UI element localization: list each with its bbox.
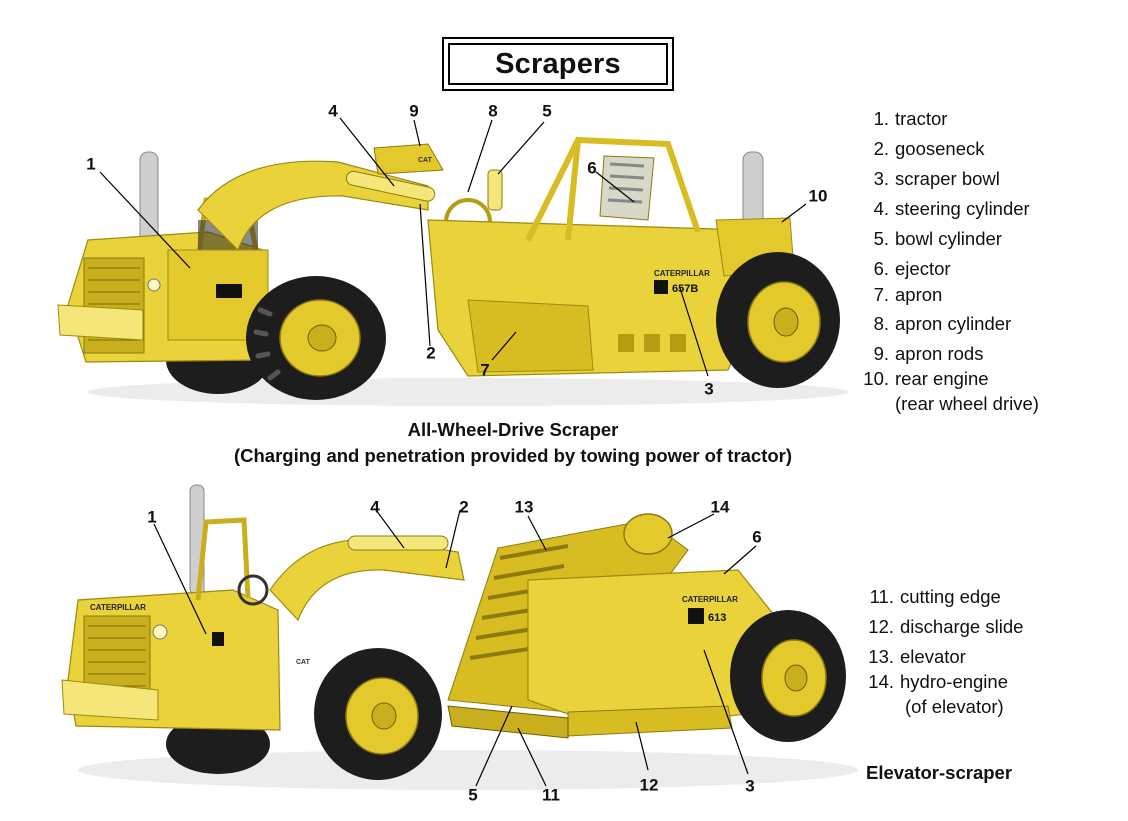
elevator-scraper-illustration: CATERPILLAR CAT CATERPILLAR 613 [61, 484, 858, 790]
tire-tread [253, 307, 281, 381]
tractor-front-hub-center [307, 324, 337, 352]
top-callout-10: 10 [808, 186, 828, 206]
bottom-callout-14: 14 [710, 497, 730, 517]
legend-item-7: 7.apron [873, 284, 943, 305]
legend-item-8: 8.apron cylinder [873, 313, 1012, 334]
bowl-caterpillar-label-bottom: CATERPILLAR [682, 595, 738, 604]
legend-item-10: 10.rear engine(rear wheel drive) [863, 368, 1039, 414]
scraper-rear-hub-center [773, 307, 799, 337]
bowl-cylinder-shape [487, 169, 503, 211]
bottom-leader-lines [153, 509, 757, 787]
bowl-model-number-bottom: 613 [708, 612, 726, 624]
bowl-cat-logo [654, 280, 668, 294]
bottom-callout-2: 2 [459, 497, 469, 517]
all-wheel-drive-scraper-illustration: CAT CATERPILLAR 657B [57, 117, 848, 406]
bottom-callout-13: 13 [514, 497, 534, 517]
cab-frame-bottom [195, 517, 251, 601]
bowl-caterpillar-label: CATERPILLAR [654, 269, 710, 278]
all-wheel-drive-scraper-figure: CAT CATERPILLAR 657B [48, 100, 848, 420]
bottom-callout-4: 4 [370, 497, 380, 517]
bowl-model-number: 657B [672, 283, 698, 295]
legend-item-4: 4.steering cylinder [873, 198, 1030, 219]
bowl-vents [618, 334, 686, 352]
bottom-caption: Elevator-scraper [866, 762, 1013, 783]
top-callout-8: 8 [488, 101, 498, 121]
top-caption: All-Wheel-Drive Scraper (Charging and pe… [200, 417, 826, 468]
legend-item-14: 14.hydro-engine(of elevator) [868, 671, 1008, 717]
tractor-cat-logo [212, 632, 224, 646]
legend-item-2: 2.gooseneck [873, 138, 985, 159]
legend-item-14-continuation: (of elevator) [905, 695, 1004, 717]
top-callout-7: 7 [480, 360, 490, 380]
bottom-callout-5: 5 [468, 785, 478, 805]
steering-wheel [237, 574, 269, 606]
tractor-caterpillar-label: CATERPILLAR [90, 603, 146, 612]
steering-cylinder-shape [345, 170, 436, 202]
steering-cylinder-bottom [347, 535, 449, 551]
legend-item-13: 13.elevator [868, 646, 966, 667]
top-callout-5: 5 [542, 101, 552, 121]
gooseneck-arm [197, 160, 429, 252]
apron-rods-housing [373, 143, 444, 175]
bottom-callout-3: 3 [745, 776, 755, 796]
legend-item-5: 5.bowl cylinder [873, 228, 1002, 249]
cutting-edge-shape [447, 705, 569, 739]
top-callout-2: 2 [426, 343, 436, 363]
legend-item-3: 3.scraper bowl [873, 168, 1000, 189]
legend-item-6: 6.ejector [873, 258, 951, 279]
ejector-slots [607, 162, 645, 204]
ground-shadow-bottom [78, 750, 858, 790]
legend-item-10-continuation: (rear wheel drive) [895, 392, 1039, 414]
front-bumper [57, 304, 144, 341]
legend-item-9: 9.apron rods [873, 343, 984, 364]
fender-cat-label: CAT [296, 659, 311, 666]
bottom-callout-11: 11 [542, 785, 560, 805]
front-bumper-bottom [61, 679, 159, 721]
top-callout-6: 6 [587, 158, 597, 178]
apron-panel [467, 299, 594, 373]
headlight-bottom [152, 624, 168, 640]
tractor-front-hub-center-bottom [371, 702, 397, 730]
legend-item-1: 1.tractor [873, 108, 948, 129]
top-caption-title: All-Wheel-Drive Scraper [407, 419, 619, 440]
bottom-callout-1: 1 [147, 507, 157, 527]
bottom-callout-12: 12 [639, 775, 659, 795]
elevator-scraper-figure: CATERPILLAR CAT CATERPILLAR 613 [48, 480, 858, 820]
top-callout-3: 3 [704, 379, 714, 399]
top-leader-lines [99, 117, 807, 377]
scraper-rear-hub-center-bottom [784, 664, 808, 692]
top-callout-4: 4 [328, 101, 338, 121]
hydro-engine-drum [623, 513, 673, 555]
title-box: Scrapers [442, 37, 674, 91]
top-callout-9: 9 [409, 101, 419, 121]
top-caption-subtitle: (Charging and penetration provided by to… [233, 444, 793, 466]
legend-item-12: 12.discharge slide [868, 616, 1024, 637]
bowl-cat-logo-bottom [688, 608, 704, 624]
headlight [147, 278, 161, 292]
bottom-callout-6: 6 [752, 527, 762, 547]
page-title: Scrapers [448, 43, 668, 85]
bowl-top-rails [525, 136, 701, 242]
hood-cat-label: CAT [418, 157, 433, 164]
gooseneck-arm-bottom [269, 538, 465, 622]
tractor-badge [216, 284, 242, 298]
legend-item-11: 11.cutting edge [869, 586, 1001, 607]
top-callout-1: 1 [86, 154, 96, 174]
